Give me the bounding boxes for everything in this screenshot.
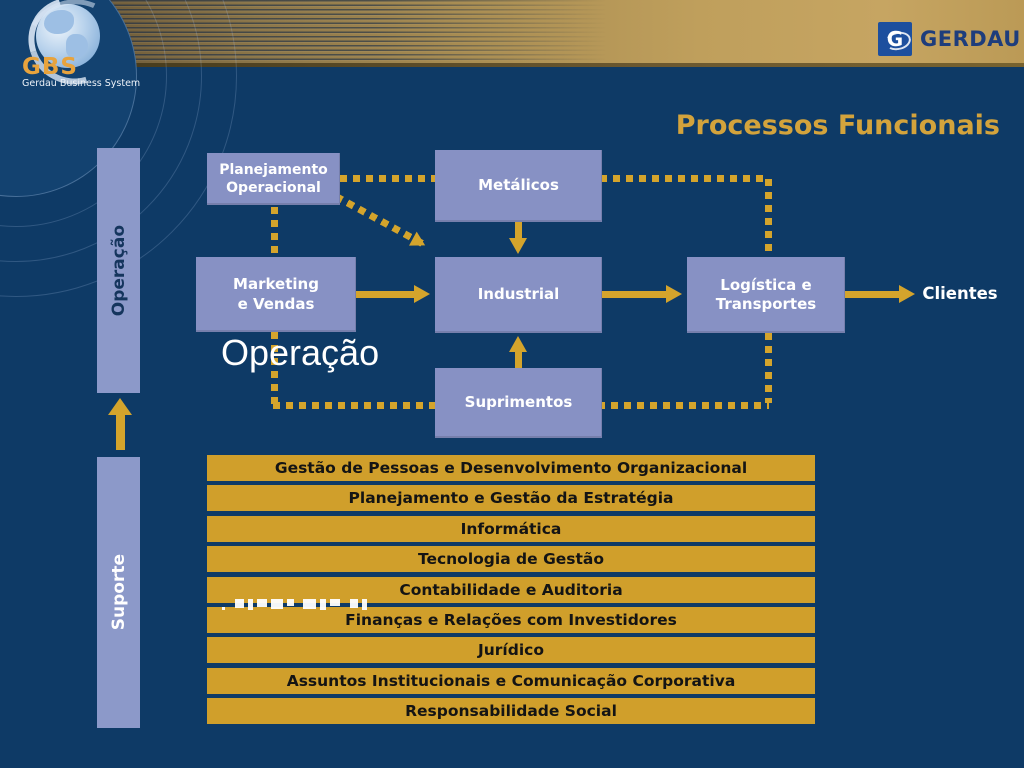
arrow-suprimentos-to-industrial — [515, 352, 522, 368]
gbs-acronym: GBS — [22, 54, 78, 80]
support-bar: Gestão de Pessoas e Desenvolvimento Orga… — [207, 455, 815, 481]
support-bar: Contabilidade e Auditoria — [207, 576, 815, 603]
support-bars-list: Gestão de Pessoas e Desenvolvimento Orga… — [207, 455, 815, 729]
arrowhead-right-icon — [414, 285, 430, 303]
box-planejamento-operacional: Planejamento Operacional — [207, 153, 340, 205]
box-suprimentos: Suprimentos — [435, 368, 602, 438]
support-bar: Planejamento e Gestão da Estratégia — [207, 485, 815, 512]
arrow-suporte-to-operacao — [116, 414, 125, 450]
lane-suporte: Suporte — [97, 457, 140, 728]
support-bar: Finanças e Relações com Investidores — [207, 606, 815, 633]
dashed-logistica-down — [765, 333, 772, 403]
lane-suporte-label: Suporte — [108, 554, 129, 631]
gbs-logo: GBS Gerdau Business System — [13, 0, 144, 101]
box-logistica-e-transportes: Logística e Transportes — [687, 257, 845, 333]
arrowhead-up-icon — [108, 398, 132, 415]
text-fragment-artifact — [222, 599, 367, 612]
caption-operacao: Operação — [221, 332, 380, 373]
box-industrial: Industrial — [435, 257, 602, 333]
gerdau-monogram-icon: G — [878, 22, 913, 56]
lane-operacao: Operação — [97, 148, 140, 393]
support-bar: Jurídico — [207, 637, 815, 664]
arrow-industrial-to-logistica — [602, 291, 666, 298]
arrow-logistica-to-clientes — [845, 291, 899, 298]
gerdau-logo: G GERDAU — [878, 21, 1021, 57]
arrow-metalicos-to-industrial — [515, 222, 522, 238]
band-bottom-edge — [95, 63, 1024, 67]
dashed-marketing-down — [271, 332, 278, 406]
globe-icon — [36, 4, 100, 68]
support-bar: Assuntos Institucionais e Comunicação Co… — [207, 667, 815, 694]
arrowhead-right-icon — [666, 285, 682, 303]
dashed-planejamento-to-marketing — [271, 207, 278, 255]
arrow-marketing-to-industrial — [356, 291, 414, 298]
support-bar: Informática — [207, 515, 815, 542]
label-clientes: Clientes — [922, 284, 998, 303]
box-metalicos: Metálicos — [435, 150, 602, 222]
arrowhead-right-icon — [899, 285, 915, 303]
gerdau-wordmark: GERDAU — [920, 27, 1021, 51]
dashed-down-to-logistica — [765, 179, 772, 257]
gbs-subtitle: Gerdau Business System — [22, 78, 141, 89]
arrowhead-up-icon — [509, 336, 527, 352]
support-bar: Tecnologia de Gestão — [207, 546, 815, 573]
support-bar: Responsabilidade Social — [207, 698, 815, 725]
page-title: Processos Funcionais — [675, 110, 1000, 141]
lane-operacao-label: Operação — [108, 224, 129, 317]
box-marketing-e-vendas: Marketing e Vendas — [196, 257, 356, 332]
arrowhead-down-icon — [509, 238, 527, 254]
